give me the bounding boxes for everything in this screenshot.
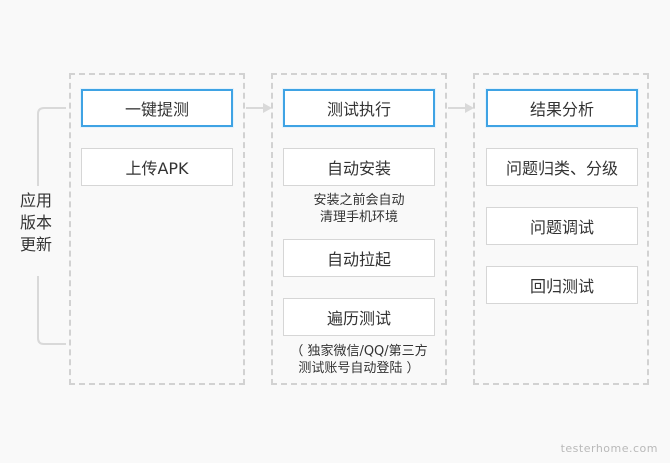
- step-issue-classify: 问题归类、分级: [486, 148, 638, 186]
- side-label: 应用 版本 更新: [19, 191, 52, 254]
- step-result-analysis: 结果分析: [486, 89, 638, 127]
- step-upload-apk: 上传APK: [81, 148, 233, 186]
- step-regression-test: 回归测试: [486, 266, 638, 304]
- note-auto-install: 安装之前会自动 清理手机环境: [313, 193, 405, 225]
- column-execute: [271, 73, 447, 385]
- arrow-2-head: [465, 103, 474, 113]
- bracket-top: [37, 107, 66, 186]
- step-test-execution: 测试执行: [283, 89, 435, 127]
- column-submit: [69, 73, 245, 385]
- note-traversal-test: （ 独家微信/QQ/第三方 测试账号自动登陆 ）: [290, 344, 428, 376]
- step-traversal-test: 遍历测试: [283, 298, 435, 336]
- watermark: testerhome.com: [560, 442, 658, 455]
- bracket-bottom: [37, 276, 66, 345]
- step-one-click-submit: 一键提测: [81, 89, 233, 127]
- step-issue-debug: 问题调试: [486, 207, 638, 245]
- column-analysis: [473, 73, 649, 385]
- step-auto-launch: 自动拉起: [283, 239, 435, 277]
- arrow-1-head: [263, 103, 272, 113]
- step-auto-install: 自动安装: [283, 148, 435, 186]
